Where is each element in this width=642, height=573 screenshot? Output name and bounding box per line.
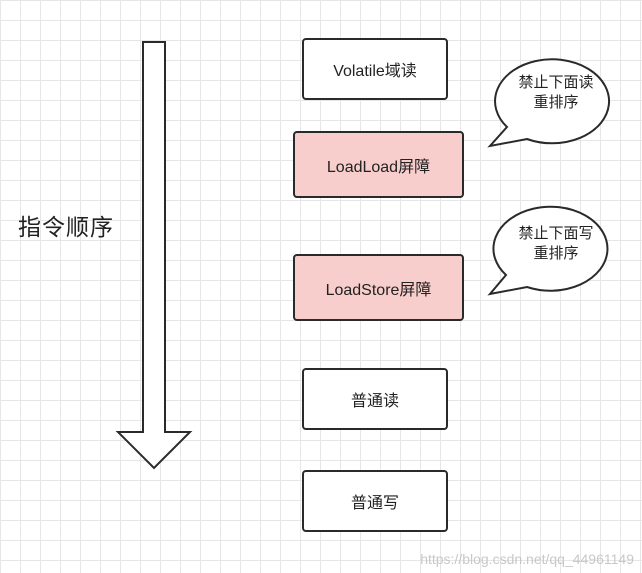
volatile-read-box: Volatile域读	[302, 38, 448, 100]
instruction-order-label: 指令顺序	[18, 214, 114, 240]
down-arrow-shape	[115, 41, 193, 470]
loadload-barrier-label: LoadLoad屏障	[326, 158, 431, 176]
volatile-read-label: Volatile域读	[333, 63, 417, 80]
loadload-callout-text: 禁止下面读 重排序	[496, 73, 616, 113]
loadstore-barrier-box: LoadStore屏障	[293, 254, 464, 321]
normal-write-label: 普通写	[350, 495, 399, 512]
loadstore-barrier-label: LoadStore屏障	[325, 281, 432, 299]
loadstore-callout-line2: 重排序	[533, 245, 579, 262]
watermark: https://blog.csdn.net/qq_44961149	[420, 551, 634, 567]
loadstore-callout-text: 禁止下面写 重排序	[496, 224, 616, 264]
loadload-callout-line2: 重排序	[533, 94, 579, 111]
loadstore-callout-line1: 禁止下面写	[518, 225, 594, 242]
normal-read-label: 普通读	[350, 393, 399, 410]
normal-write-box: 普通写	[302, 470, 448, 532]
loadload-barrier-box: LoadLoad屏障	[293, 131, 464, 198]
speech-bubble-loadstore	[487, 205, 609, 296]
speech-bubble-loadload	[487, 58, 610, 148]
loadload-callout-line1: 禁止下面读	[518, 74, 594, 91]
normal-read-box: 普通读	[302, 368, 448, 430]
